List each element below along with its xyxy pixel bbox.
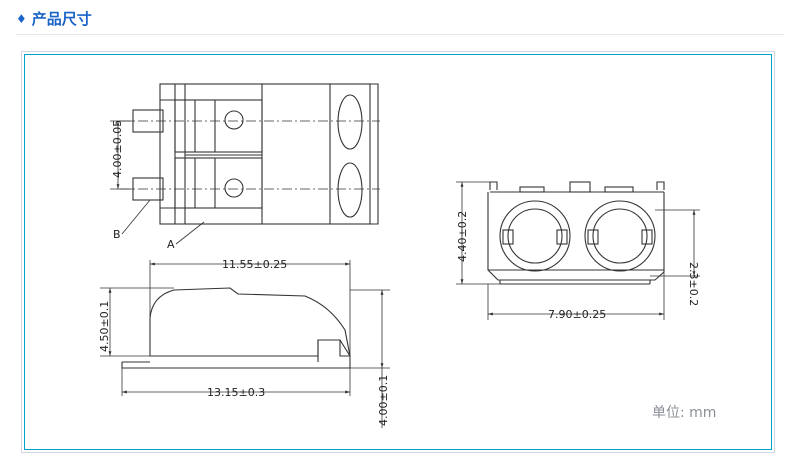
top-length-label: 11.55±0.25	[222, 258, 287, 271]
diamond-bullet-icon: ♦	[16, 11, 27, 26]
end-body	[487, 192, 665, 281]
callout-b: B	[113, 228, 121, 241]
side-view	[100, 260, 390, 428]
header-divider	[16, 34, 784, 35]
wire-hole-upper	[337, 94, 363, 150]
end-hole-right	[584, 200, 656, 272]
callout-a: A	[167, 238, 175, 251]
top-view	[110, 83, 380, 245]
base-height-label: 4.00±0.1	[377, 375, 390, 426]
end-view	[456, 181, 700, 320]
top-body	[159, 83, 371, 225]
drawing-frame	[21, 51, 775, 453]
pitch-dimension-label: 4.00±0.05	[111, 120, 124, 178]
hole-height-label: 2.3±0.2	[687, 262, 700, 306]
end-hole-left	[499, 200, 571, 272]
section-header: ♦ 产品尺寸	[16, 8, 92, 29]
end-width-label: 7.90±0.25	[548, 308, 606, 321]
wire-hole-lower	[337, 162, 363, 218]
height-label: 4.50±0.1	[98, 301, 111, 352]
unit-label: 单位: mm	[652, 405, 717, 421]
side-body	[121, 287, 351, 369]
end-height-label: 4.40±0.2	[456, 211, 469, 262]
total-length-label: 13.15±0.3	[207, 386, 265, 399]
section-title: 产品尺寸	[31, 10, 92, 28]
